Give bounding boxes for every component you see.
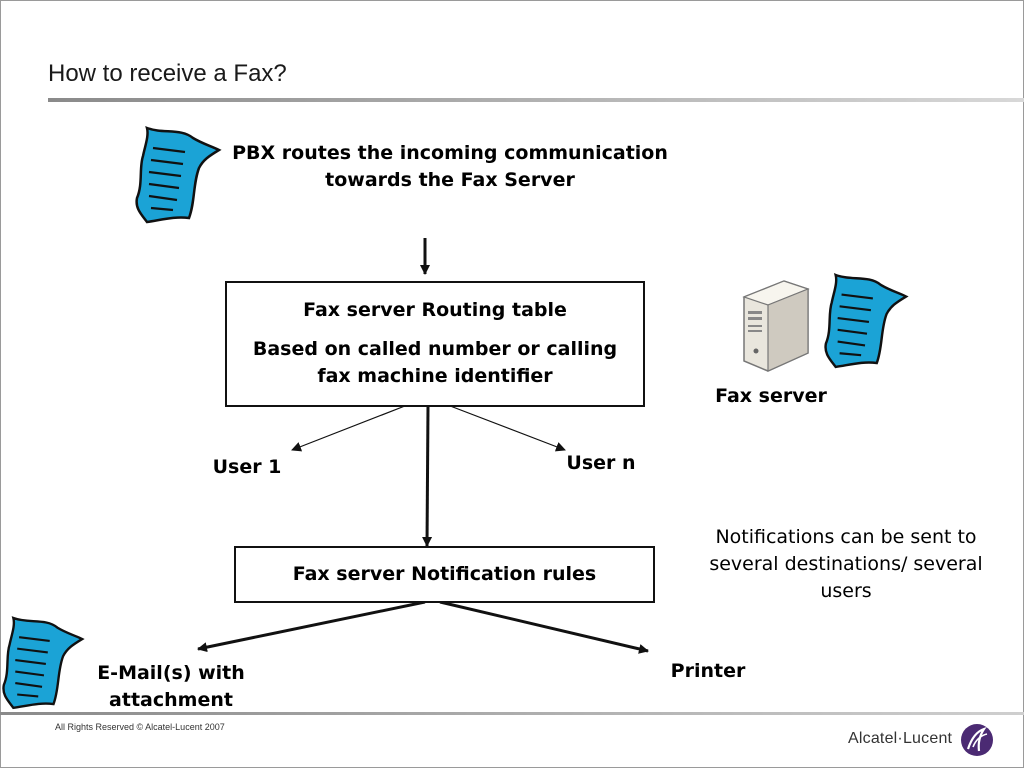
logo-text: Alcatel·Lucent [848,730,953,747]
server-icon [742,280,810,372]
notification-to-printer-arrow [439,600,649,654]
fax-document-icon [2,616,85,710]
logo-mark-icon [961,724,993,756]
user-n-label: User n [566,452,636,474]
user-1-label: User 1 [212,456,282,478]
notification-rules-label: Fax server Notification rules [292,563,597,585]
routing-to-usern-arrow [444,403,566,452]
email-label: E-Mail(s) with attachment [97,662,245,711]
printer-label: Printer [670,660,746,682]
alcatel-lucent-logo: Alcatel·Lucent [848,722,994,762]
title-divider [48,98,1024,102]
notification-to-email-arrow [197,600,426,653]
notifications-note: Notifications can be sent to several des… [709,526,983,602]
notification-rules-box: Fax server Notification rules [234,546,655,603]
routing-table-box: Fax server Routing table Based on called… [225,281,645,407]
routing-table-title: Fax server Routing table [303,299,567,321]
slide-title: How to receive a Fax? [48,60,287,87]
pbx-routing-text: PBX routes the incoming communication to… [232,142,668,191]
routing-to-user1-arrow [291,403,411,452]
fax-document-icon [824,273,909,369]
fax-server-label: Fax server [715,385,827,407]
fax-document-icon [135,125,222,224]
routing-to-notification-arrow [422,405,433,547]
footer-divider [0,712,1024,715]
routing-table-detail: Based on called number or calling fax ma… [252,338,618,387]
copyright-text: All Rights Reserved © Alcatel-Lucent 200… [55,722,225,732]
